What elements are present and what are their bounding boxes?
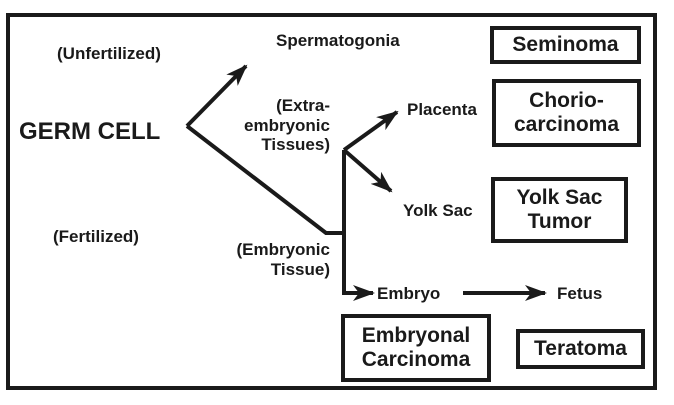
extra-line-1: (Extra- xyxy=(276,96,330,115)
label-fetus: Fetus xyxy=(557,284,603,303)
diagram-frame xyxy=(6,13,657,390)
label-extraembryonic: (Extra- embryonic Tissues) xyxy=(230,96,330,155)
seminoma-text: Seminoma xyxy=(512,33,619,57)
label-placenta: Placenta xyxy=(407,100,477,119)
yolk-tumor-line-2: Tumor xyxy=(527,210,592,233)
chorio-line-1: Chorio- xyxy=(529,89,604,113)
arrow-to-placenta xyxy=(342,110,399,152)
chorio-line-2: carcinoma xyxy=(513,113,620,136)
label-spermatogonia: Spermatogonia xyxy=(276,31,400,50)
yolk-tumor-line-1: Yolk Sac xyxy=(516,186,603,210)
box-yolk-sac-tumor: Yolk Sac Tumor xyxy=(491,177,628,243)
label-yolk-sac: Yolk Sac xyxy=(403,201,473,220)
arrow-to-spermatogonia xyxy=(185,64,248,128)
label-embryonic-tissue: (Embryonic Tissue) xyxy=(210,240,330,279)
extra-line-2: embryonic xyxy=(244,115,330,135)
label-unfertilized: (Unfertilized) xyxy=(57,44,161,63)
box-teratoma: Teratoma xyxy=(516,329,645,369)
vertical-trunk xyxy=(342,150,368,295)
line-to-embryonic xyxy=(185,124,344,235)
box-choriocarcinoma: Chorio- carcinoma xyxy=(492,79,641,147)
box-seminoma: Seminoma xyxy=(490,26,641,64)
embryonal-line-1: Embryonal xyxy=(361,324,471,348)
box-embryonal-carcinoma: Embryonal Carcinoma xyxy=(341,314,491,382)
germ-cell-title: GERM CELL xyxy=(19,118,161,145)
label-fertilized: (Fertilized) xyxy=(53,227,139,246)
embryonic-line-1: (Embryonic xyxy=(236,240,330,259)
embryonic-line-2: Tissue) xyxy=(270,259,330,279)
teratoma-text: Teratoma xyxy=(534,337,627,361)
label-embryo: Embryo xyxy=(377,284,441,303)
arrow-to-yolk-sac xyxy=(342,148,393,193)
extra-line-3: Tissues) xyxy=(261,135,330,155)
embryonal-line-2: Carcinoma xyxy=(361,348,471,371)
